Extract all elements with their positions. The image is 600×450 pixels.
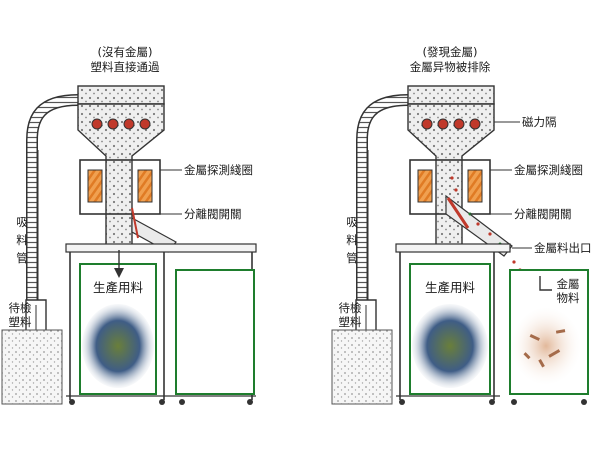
left-caption-line1: (沒有金屬)	[98, 45, 153, 59]
left-hopper	[77, 85, 165, 251]
callout-metal-outlet: 金屬料出口	[534, 241, 592, 255]
right-production-bin-label: 生產用料	[425, 280, 476, 295]
right-suction-label: 吸 料 管	[346, 215, 358, 265]
right-panel: (發現金屬) 金屬异物被排除 吸 料 管 待檢 塑料	[331, 45, 592, 405]
right-suction-char-2: 料	[346, 233, 358, 247]
left-waiting-label-1: 待檢	[9, 301, 32, 315]
left-detector-coil	[79, 159, 161, 215]
right-metal-bin-label-2: 物料	[557, 291, 580, 305]
right-suction-char-3: 管	[346, 251, 358, 265]
callout-separation-valve: 分離閥開關	[514, 207, 572, 221]
left-separation-valve	[131, 207, 139, 239]
left-panel: (沒有金屬) 塑料直接通過 吸 料 管 待檢 塑料	[1, 45, 257, 405]
right-separation-valve	[446, 197, 470, 229]
left-callout-separation-valve: 分離閥開關	[184, 207, 242, 221]
callout-magnet: 磁力隔	[522, 115, 557, 129]
right-caption-line1: (發現金屬)	[423, 45, 478, 59]
right-magnet-bar	[421, 118, 481, 130]
left-suction-label: 吸 料 管	[16, 215, 28, 265]
right-separation-chute	[445, 194, 513, 257]
right-waiting-material	[331, 329, 393, 405]
left-empty-metal-bin	[175, 269, 255, 395]
left-suction-char-2: 料	[16, 233, 28, 247]
right-metal-bin-arrow	[539, 276, 552, 291]
left-pellets	[82, 304, 154, 388]
right-detector-coil	[409, 159, 491, 215]
right-waiting-label-1: 待檢	[339, 301, 362, 315]
right-caption-line2: 金屬异物被排除	[410, 60, 491, 74]
left-callout-detector-coil: 金屬探測綫圈	[184, 163, 253, 177]
right-metal-bin-label-1: 金屬	[557, 277, 580, 291]
right-waiting-label-2: 塑料	[339, 315, 362, 329]
left-production-bin-label: 生產用料	[93, 280, 144, 295]
left-suction-char-3: 管	[16, 251, 28, 265]
left-suction-char-1: 吸	[16, 215, 28, 229]
right-suction-char-1: 吸	[346, 215, 358, 229]
left-waiting-material	[1, 329, 63, 405]
right-pellets	[412, 304, 488, 388]
left-caption-line2: 塑料直接通過	[91, 60, 160, 74]
left-callouts: 金屬探測綫圈 分離閥開關	[140, 163, 253, 221]
left-waiting-label-2: 塑料	[9, 315, 32, 329]
callout-detector-coil: 金屬探測綫圈	[514, 163, 583, 177]
right-metal-scrap-bits	[523, 329, 566, 368]
right-callouts: 磁力隔 金屬探測綫圈 分離閥開關 金屬料出口	[470, 115, 592, 255]
right-metal-scraps	[512, 308, 580, 384]
left-magnet-bar	[91, 118, 151, 130]
right-machine-frame	[395, 243, 587, 405]
